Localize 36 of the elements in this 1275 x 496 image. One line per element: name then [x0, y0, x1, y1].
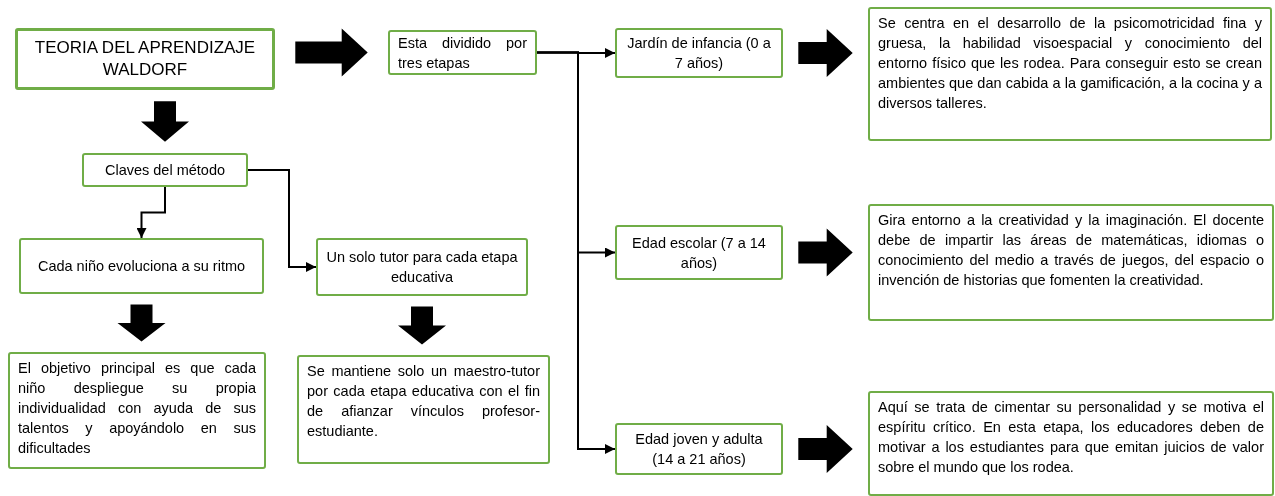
- text-box: [868, 204, 1274, 321]
- text-box: [297, 355, 550, 464]
- description-text: Se centra en el desarrollo de la psicomotricidad fina y gruesa, la habilidad visoespacial y conocimiento del entorno físico que les rodea. Para conseguir esto se crean ambientes que dan cabida a la gamificación, a la cocina y a diversos talleres.: [878, 14, 1262, 113]
- block-arrow: [798, 29, 853, 77]
- label-text: Claves del método: [103, 161, 227, 180]
- label-text: Edad joven y adulta (14 a 21 años): [634, 430, 764, 469]
- connector-arrow: [136, 186, 166, 239]
- connector-arrow: [247, 169, 317, 272]
- block-arrow: [295, 28, 368, 77]
- block-arrow: [141, 101, 189, 142]
- block-arrow: [798, 228, 853, 277]
- block-arrow: [798, 425, 853, 473]
- label-text: Cada niño evoluciona a su ritmo: [36, 257, 247, 276]
- block-arrow: [117, 304, 166, 342]
- label-text: Edad escolar (7 a 14 años): [631, 233, 767, 273]
- text-box: [868, 391, 1274, 496]
- text-box: [615, 423, 783, 475]
- text-box: [388, 30, 537, 75]
- text-box: [316, 238, 528, 296]
- block-arrow: [398, 306, 446, 345]
- text-box: [615, 225, 783, 280]
- text-box: [15, 28, 275, 90]
- label-text: Esta dividido por tres etapas: [398, 33, 527, 73]
- text-box: [8, 352, 266, 469]
- description-text: Aquí se trata de cimentar su personalidad y se motiva el espíritu crítico. En esta etapa, los educadores deben de motivar a los estudiantes para que emitan juicios de valor sobre el mundo que los rodea.: [878, 398, 1264, 477]
- description-text: Gira entorno a la creatividad y la imaginación. El docente debe de impartir las áreas de matemáticas, idiomas o conocimiento del medio a través de juegos, del espacio o invención de historias que fomenten la creatividad.: [878, 211, 1264, 290]
- text-box: [19, 238, 264, 294]
- text-box: [868, 7, 1272, 141]
- label-text: Jardín de infancia (0 a 7 años): [626, 34, 772, 73]
- connector-arrow: [536, 51, 616, 454]
- text-box: [615, 28, 783, 78]
- text-box: [82, 153, 248, 187]
- description-text: Se mantiene solo un maestro-tutor por cada etapa educativa con el fin de afianzar vínculos profesor-estudiante.: [307, 362, 540, 441]
- description-text: El objetivo principal es que cada niño despliegue su propia individualidad con ayuda de sus talentos y apoyándolo en sus dificultades: [18, 359, 256, 458]
- title-text: TEORIA DEL APRENDIZAJE WALDORF: [33, 37, 257, 81]
- label-text: Un solo tutor para cada etapa educativa: [326, 248, 518, 287]
